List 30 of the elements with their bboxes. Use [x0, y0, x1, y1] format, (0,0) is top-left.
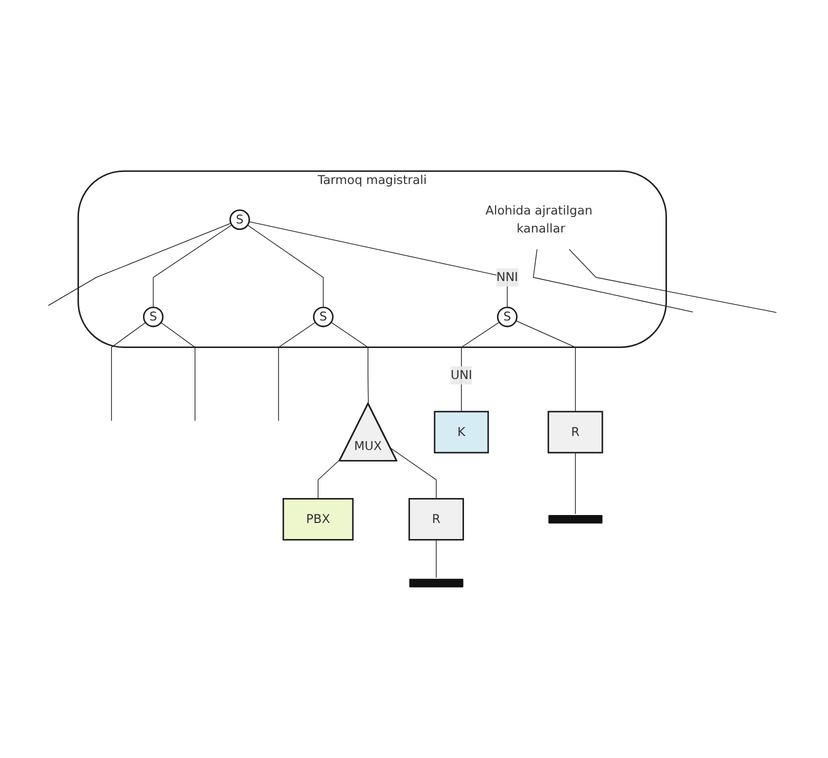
edge-label: NNI — [496, 268, 518, 287]
link-line — [461, 322, 500, 412]
link-line — [330, 322, 369, 404]
link-line — [436, 539, 437, 578]
link-line — [111, 322, 146, 422]
switch-circle: S — [229, 209, 250, 230]
link-line — [152, 224, 232, 308]
link-line — [318, 458, 342, 500]
bus-bar — [409, 578, 464, 588]
router-box: R — [548, 410, 604, 454]
link-line — [574, 452, 576, 514]
router-box: R — [408, 498, 464, 541]
link-line — [516, 320, 576, 412]
switch-circle: S — [142, 306, 164, 328]
link-line — [278, 322, 316, 422]
link-line — [160, 322, 196, 422]
terminal-box: K — [434, 410, 489, 454]
link-line — [48, 222, 232, 306]
multiplexer-triangle: MUX — [338, 402, 398, 462]
leader-line — [532, 248, 694, 312]
link-line — [390, 448, 437, 500]
link-line — [248, 221, 508, 308]
pbx-box: PBX — [282, 498, 354, 541]
bus-bar — [548, 515, 602, 524]
leader-line — [568, 248, 777, 313]
switch-circle: S — [312, 306, 334, 328]
link-line — [247, 224, 324, 308]
switch-circle: S — [496, 306, 518, 328]
edge-label: UNI — [450, 366, 472, 384]
callout-text: Alohida ajratilgan kanallar — [486, 203, 592, 236]
